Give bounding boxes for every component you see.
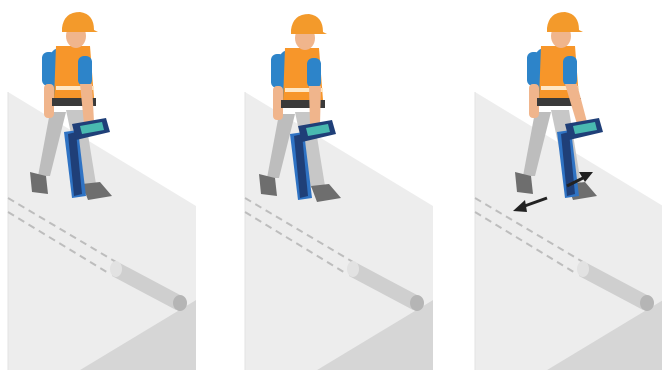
hard-hat bbox=[547, 12, 583, 32]
front-sleeve bbox=[563, 56, 577, 86]
pipe-end bbox=[640, 295, 654, 311]
panel-2 bbox=[245, 14, 433, 370]
pipe-entry bbox=[577, 261, 589, 277]
front-sleeve bbox=[78, 56, 92, 86]
panel-3 bbox=[475, 12, 662, 370]
front-forearm bbox=[309, 86, 321, 126]
hard-hat bbox=[291, 14, 327, 34]
panel-1 bbox=[8, 12, 196, 370]
hard-hat bbox=[62, 12, 98, 32]
back-sleeve bbox=[527, 52, 541, 86]
front-sleeve bbox=[307, 58, 321, 88]
pipe-end bbox=[410, 295, 424, 311]
pipe-entry bbox=[110, 261, 122, 277]
pipe-entry bbox=[347, 261, 359, 277]
pipe-end bbox=[173, 295, 187, 311]
back-sleeve bbox=[271, 54, 285, 88]
back-sleeve bbox=[42, 52, 56, 86]
